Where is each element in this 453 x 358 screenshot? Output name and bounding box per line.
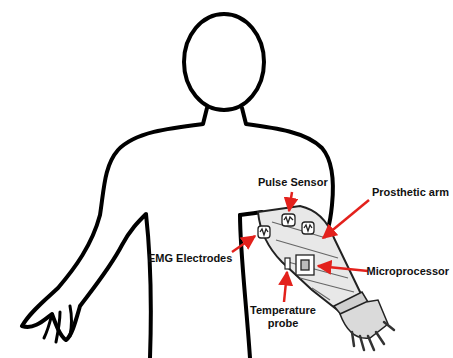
body-outline-left (22, 108, 207, 358)
torso-right (240, 215, 250, 358)
part-label: Temperature probe (250, 304, 316, 330)
part-label: Pulse Sensor (258, 176, 328, 189)
leader-arrow (232, 236, 255, 252)
temperature-probe (285, 258, 290, 269)
leader-arrow (289, 192, 292, 211)
part-label: Microprocessor (366, 265, 449, 278)
pulse-sensor (282, 214, 295, 226)
leader-arrow (284, 272, 287, 302)
part-label: Prosthetic arm (372, 186, 449, 199)
head-outline (184, 14, 264, 110)
leader-arrow (318, 266, 368, 271)
part-label: EMG Electrodes (148, 252, 232, 265)
microprocessor (296, 255, 314, 275)
leader-arrow (323, 200, 369, 238)
